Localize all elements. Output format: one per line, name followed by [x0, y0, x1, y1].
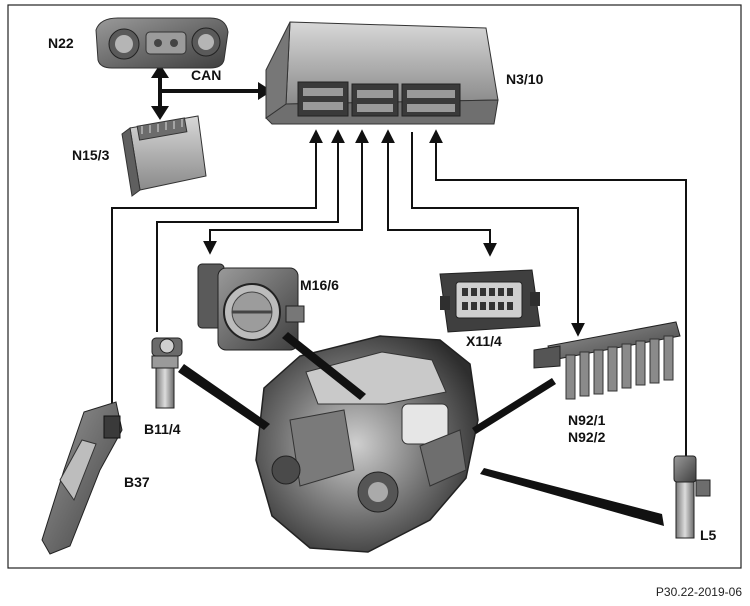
- label-b11-4: B11/4: [144, 421, 181, 437]
- figure-reference: P30.22-2019-06: [656, 585, 742, 599]
- line-b37: [111, 129, 323, 408]
- x11-4-connector: [439, 269, 541, 333]
- signal-lines: [111, 129, 687, 456]
- b11-4-temperature-sensor: [151, 337, 183, 409]
- n22-climate-panel: [95, 17, 229, 69]
- line-l5: [429, 129, 687, 456]
- m16-6-throttle: [197, 263, 305, 351]
- label-n3-10: N3/10: [506, 71, 544, 87]
- can-bus-arrow: [158, 76, 262, 110]
- l5-position-sensor: [673, 455, 711, 539]
- diagram-frame: [7, 4, 742, 569]
- line-x11-4: [387, 132, 497, 257]
- label-x11-4: X11/4: [466, 333, 502, 349]
- label-n15-3: N15/3: [72, 147, 110, 163]
- n15-3-module: [121, 115, 207, 197]
- n3-10-ecu: [265, 21, 499, 125]
- leader-lines: [178, 332, 664, 526]
- can-arrowhead-down: [151, 106, 169, 120]
- label-n92-1: N92/1: [568, 412, 606, 428]
- line-n92: [411, 132, 585, 337]
- label-can: CAN: [191, 67, 221, 83]
- label-n92-2: N92/2: [568, 429, 606, 445]
- label-l5: L5: [700, 527, 717, 543]
- can-arrowhead-up: [151, 64, 169, 78]
- label-m16-6: M16/6: [300, 277, 339, 293]
- n92-ignition-coils: [533, 321, 681, 400]
- engine-assembly: [255, 335, 479, 553]
- label-n22: N22: [48, 35, 74, 51]
- label-b37: B37: [124, 474, 150, 490]
- can-arrowhead-right: [258, 82, 272, 100]
- b37-accelerator-pedal: [41, 401, 123, 555]
- line-b11-4: [156, 129, 345, 332]
- line-m16-6: [203, 132, 363, 255]
